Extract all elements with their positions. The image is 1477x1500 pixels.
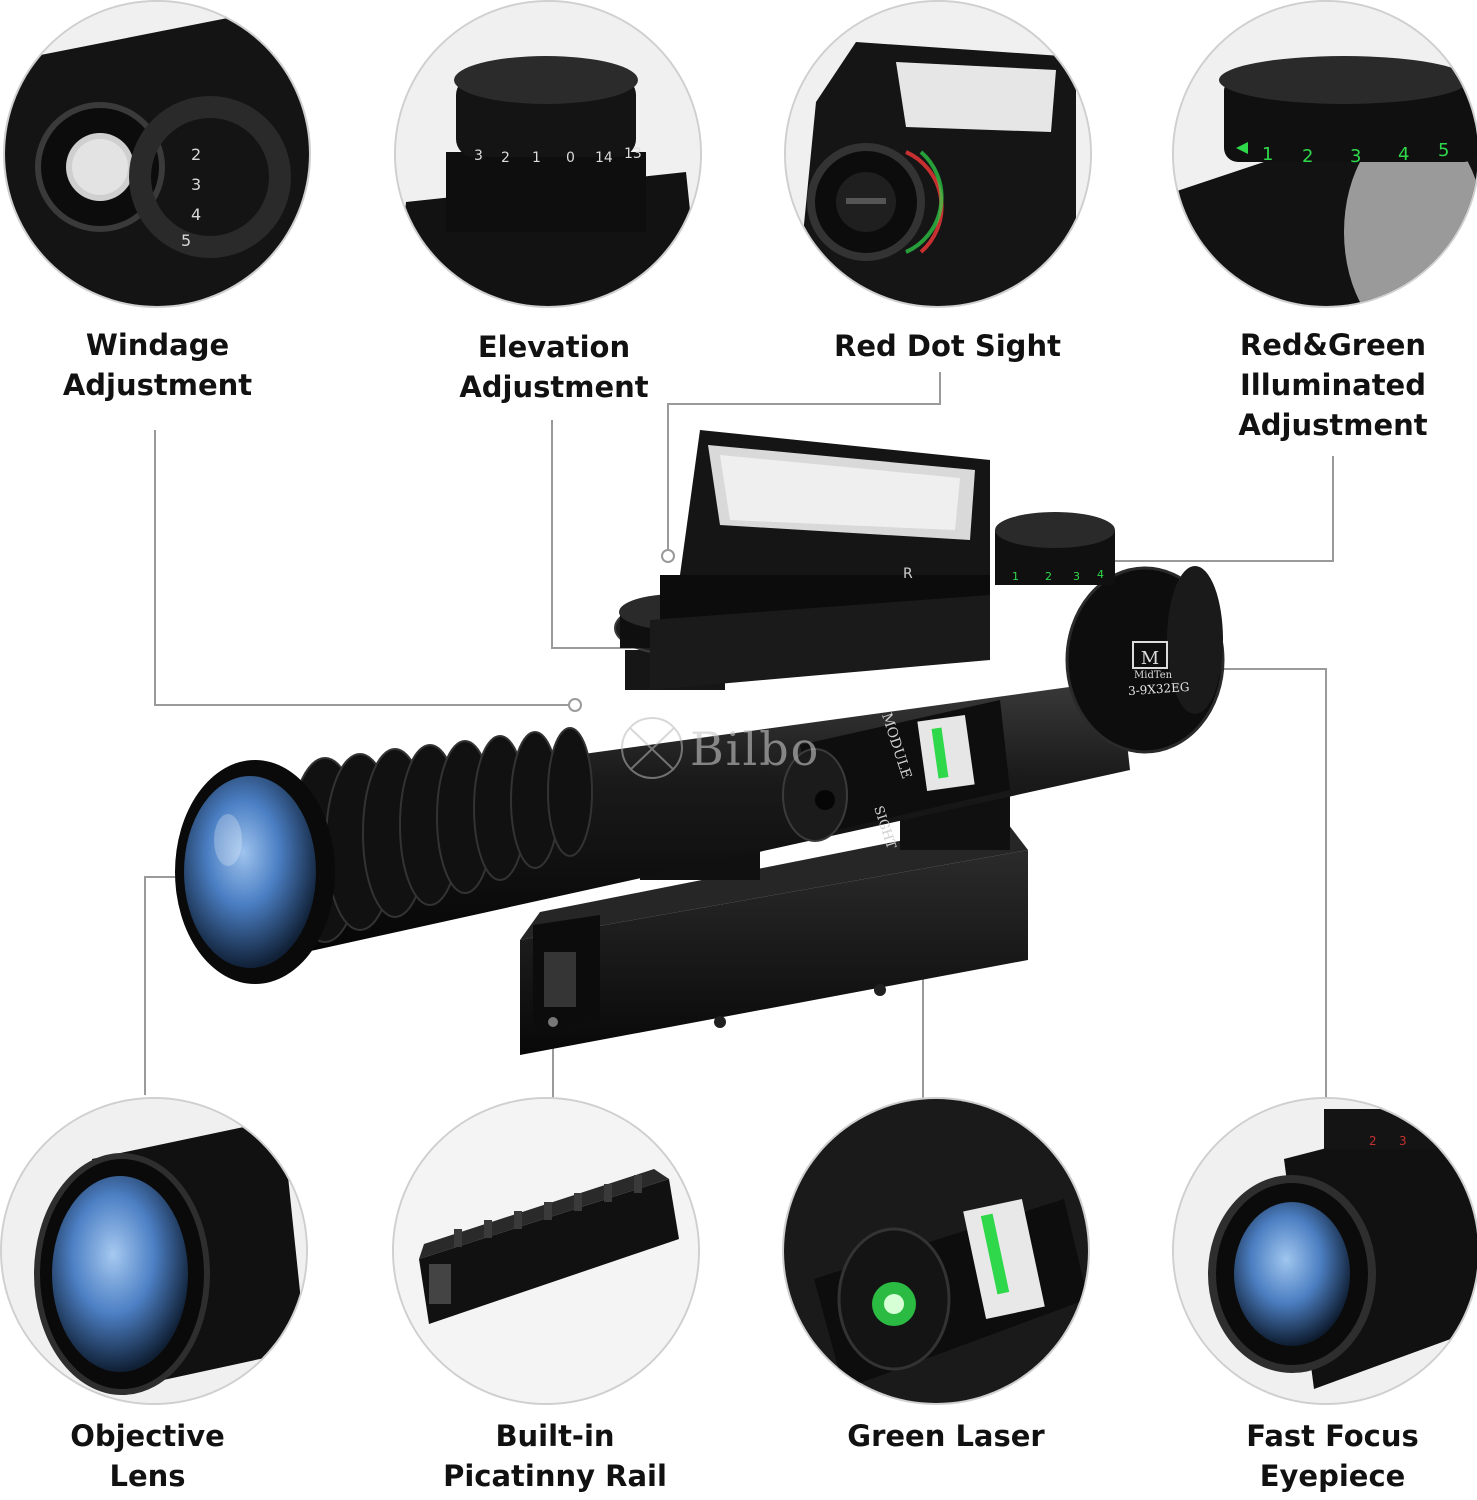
svg-text:M: M [1141,648,1159,669]
svg-text:3: 3 [1399,1134,1407,1148]
illum-dial-4: 4 [1398,144,1409,165]
label-objective: Objective Lens [70,1419,225,1493]
illum-dial-5: 5 [1438,140,1449,161]
elevation-dial-2: 2 [501,150,510,166]
thumb-red-dot [784,0,1092,308]
leader-red-dot [667,372,941,556]
elevation-dial-14: 14 [595,150,613,166]
elevation-dial-0: 0 [566,150,575,166]
watermark-text: Bilbo [690,722,821,776]
thumb-objective [0,1097,308,1405]
windage-dial-5: 5 [181,231,191,250]
thumb-windage: 2 3 4 5 [3,0,311,308]
label-eyepiece: Fast Focus Eyepiece [1246,1419,1419,1493]
brand-name-text: MidTen [1134,670,1173,681]
red-dot-r-mark: R [903,566,913,582]
thumb-laser [782,1097,1090,1405]
watermark-logo [621,717,683,779]
leader-illuminated [1098,456,1334,562]
svg-text:2: 2 [1369,1134,1377,1148]
illum-dial-3: 3 [1350,146,1361,167]
windage-dial-4: 4 [191,205,201,224]
thumb-rail [392,1097,700,1405]
leader-windage [154,430,575,706]
elevation-dial-3: 3 [474,148,483,164]
label-red-dot: Red Dot Sight [834,329,1061,363]
laser-module-main [782,700,1010,842]
svg-text:3: 3 [1073,570,1080,583]
windage-dial-2: 2 [191,145,201,164]
thumb-elevation: 3 2 1 0 14 13 [394,0,702,308]
windage-dial-3: 3 [191,175,201,194]
svg-text:2: 2 [1045,570,1052,583]
svg-text:4: 4 [1097,568,1104,581]
svg-text:1: 1 [1012,570,1019,583]
brand-badge: M [1132,641,1168,669]
leader-elevation [551,420,650,649]
illum-dial-1: 1 [1262,144,1273,165]
illum-dial-2: 2 [1302,146,1313,167]
label-elevation: Elevation Adjustment [459,330,649,404]
leader-eyepiece [1202,668,1327,1098]
label-windage: Windage Adjustment [62,328,253,402]
elevation-dial-13: 13 [624,146,642,162]
thumb-illuminated: 1 2 3 4 5 [1172,0,1477,308]
label-laser: Green Laser [847,1419,1045,1453]
label-illuminated: Red&Green Illuminated Adjustment [1238,328,1428,442]
illumination-knob-main: 1 2 3 4 [995,512,1115,585]
red-dot-housing-main: R [650,430,990,690]
label-rail: Built-in Picatinny Rail [443,1419,667,1493]
elevation-dial-1: 1 [532,150,541,166]
scope-tube [175,566,1225,984]
